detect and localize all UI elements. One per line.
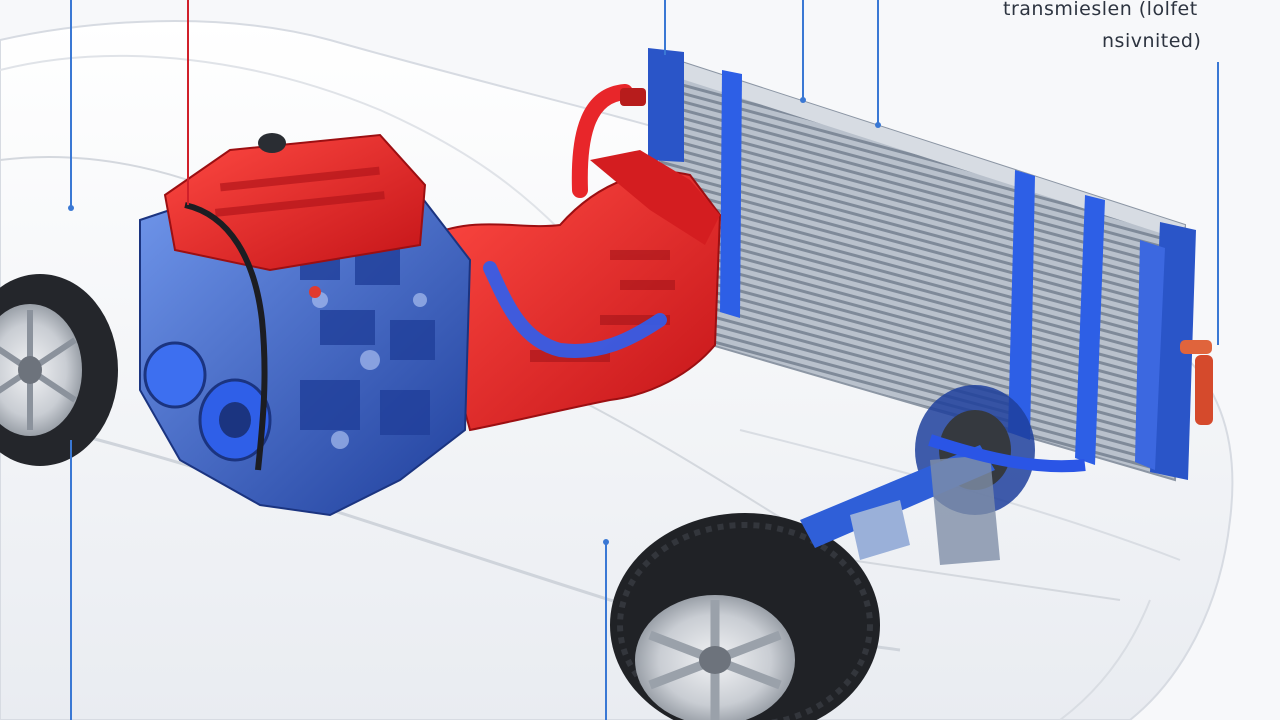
front-wheel [610, 513, 880, 720]
radiator [648, 48, 1213, 482]
callout-lines [68, 0, 1219, 720]
drivetrain-axle [800, 385, 1086, 565]
callout-label-inverted: nsivnited) [1102, 30, 1202, 52]
transmission [428, 84, 722, 432]
left-wheel [0, 274, 118, 466]
engine [139, 133, 472, 517]
callout-label-transmission: transmieslen (lolfet [1003, 0, 1198, 20]
